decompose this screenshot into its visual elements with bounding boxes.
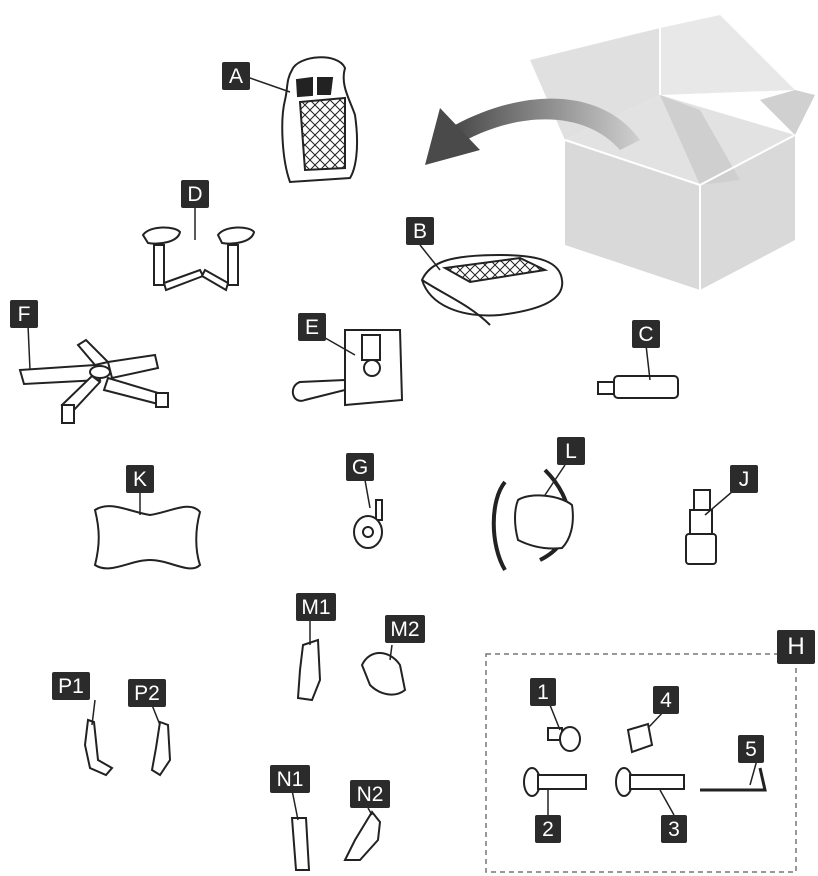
label-n2: N2 bbox=[350, 780, 390, 808]
part-c-gaslift bbox=[598, 376, 678, 398]
hardware-screw-1 bbox=[548, 727, 580, 751]
label-c: C bbox=[632, 320, 660, 348]
label-hardware-4: 4 bbox=[653, 686, 679, 714]
label-b: B bbox=[406, 217, 434, 245]
label-e: E bbox=[298, 313, 326, 341]
label-hardware-1: 1 bbox=[530, 678, 556, 706]
part-n1 bbox=[292, 818, 309, 870]
part-m1 bbox=[298, 640, 320, 700]
part-e-mechanism bbox=[293, 330, 402, 405]
open-box-icon bbox=[530, 15, 815, 290]
label-hardware-5: 5 bbox=[738, 735, 764, 763]
label-j: J bbox=[730, 465, 758, 493]
label-f: F bbox=[10, 300, 38, 328]
label-hardware-3: 3 bbox=[661, 815, 687, 843]
hardware-bolt-2 bbox=[524, 768, 586, 796]
label-l: L bbox=[557, 437, 585, 465]
label-m2: M2 bbox=[385, 615, 425, 643]
part-n2 bbox=[345, 812, 380, 860]
label-hardware-2: 2 bbox=[535, 815, 561, 843]
part-j-cylinder bbox=[686, 490, 716, 564]
label-a: A bbox=[222, 62, 250, 90]
hardware-bolt-3 bbox=[616, 768, 684, 796]
part-m2 bbox=[362, 653, 405, 695]
label-g: G bbox=[346, 453, 374, 481]
label-m1: M1 bbox=[296, 593, 336, 621]
label-d: D bbox=[181, 180, 209, 208]
part-d-armrests bbox=[143, 227, 254, 290]
hardware-hexkey-5 bbox=[700, 768, 765, 790]
label-k: K bbox=[126, 465, 154, 493]
part-f-base bbox=[20, 340, 168, 423]
part-g-caster bbox=[354, 500, 382, 548]
label-p1: P1 bbox=[52, 672, 90, 700]
part-b-seat bbox=[422, 255, 562, 325]
part-p1 bbox=[85, 720, 112, 775]
part-k-pillow bbox=[95, 506, 200, 568]
label-p2: P2 bbox=[128, 679, 166, 707]
part-l-lumbar bbox=[494, 470, 573, 570]
label-h: H bbox=[777, 630, 815, 664]
label-n1: N1 bbox=[270, 765, 310, 793]
part-a-backrest bbox=[282, 57, 357, 182]
part-p2 bbox=[152, 722, 170, 775]
